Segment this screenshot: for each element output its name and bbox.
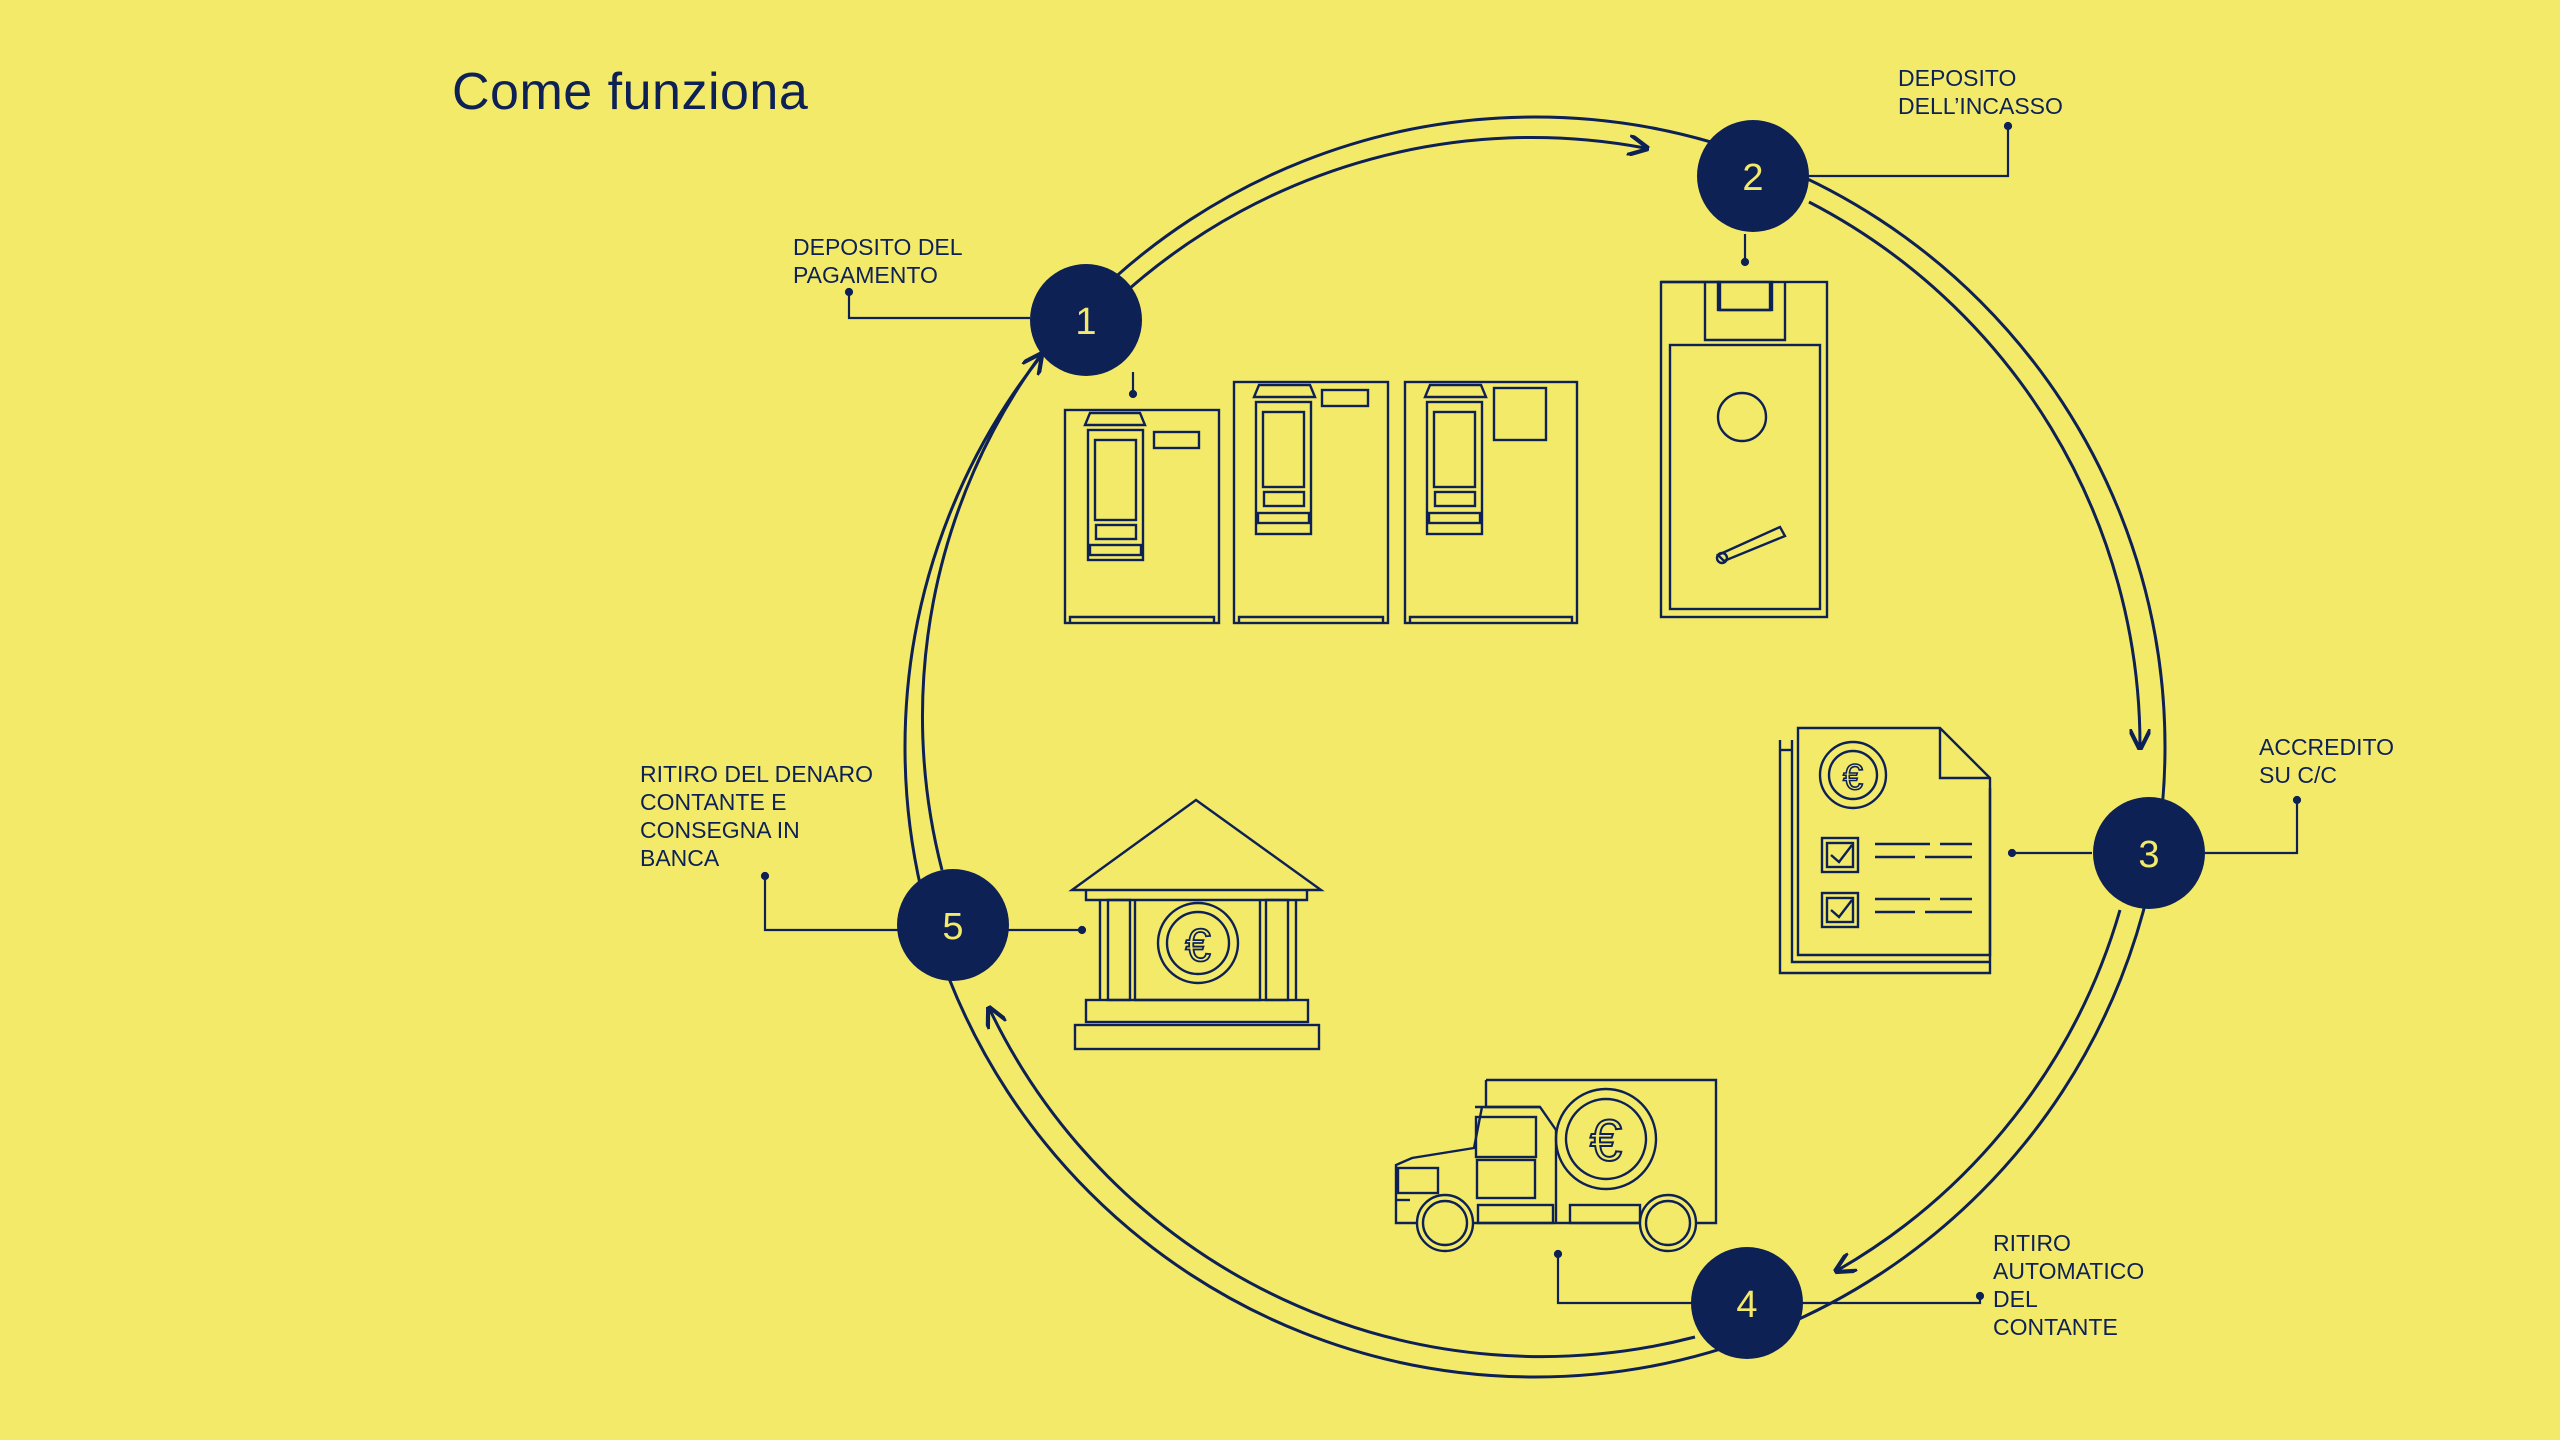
step-1-label: DEPOSITO DEL PAGAMENTO — [793, 234, 963, 288]
step-2-marker: 2 — [1697, 120, 1809, 232]
step-5-label: RITIRO DEL DENARO CONTANTE E CONSEGNA IN… — [640, 761, 874, 871]
arc-3-to-4 — [1838, 909, 2122, 1270]
armored-truck-icon: € — [1394, 1078, 1718, 1253]
leader-step-4 — [1802, 1295, 1982, 1305]
page-title: Come funziona — [452, 63, 809, 121]
leader-step-2 — [1808, 126, 2010, 178]
step-4-number: 4 — [1736, 1284, 1757, 1326]
leader-step-1 — [847, 292, 1030, 320]
payment-kiosks-icon — [1063, 380, 1579, 625]
statement-document-icon: € — [1778, 726, 1992, 975]
step-1-marker: 1 — [1030, 264, 1142, 376]
outer-ring — [903, 115, 2167, 1379]
arc-2-to-3 — [1808, 200, 2140, 746]
step-3-marker: 3 — [2093, 797, 2205, 909]
leader-step-5 — [763, 876, 898, 932]
arc-5-to-1 — [920, 356, 1040, 871]
euro-symbol-truck: € — [1590, 1109, 1622, 1174]
safe-icon — [1659, 280, 1829, 619]
step-1-number: 1 — [1075, 301, 1096, 343]
step-3-label: ACCREDITO SU C/C — [2259, 734, 2395, 788]
step-2-number: 2 — [1742, 157, 1763, 199]
arc-1-to-2 — [1128, 137, 1645, 291]
step-4-label: RITIRO AUTOMATICO DEL CONTANTE — [1993, 1230, 2145, 1340]
step-5-number: 5 — [942, 906, 963, 948]
step-5-marker: 5 — [897, 869, 1009, 981]
step-3-number: 3 — [2138, 834, 2159, 876]
leader-step-4-icon — [1556, 1255, 1692, 1305]
bank-icon: € — [1068, 798, 1325, 1051]
step-4-marker: 4 — [1691, 1247, 1803, 1359]
euro-symbol-bank: € — [1185, 919, 1211, 971]
euro-symbol-doc: € — [1843, 757, 1863, 798]
arc-4-to-5 — [990, 1010, 1696, 1359]
leader-step-3 — [2205, 800, 2299, 855]
step-2-label: DEPOSITO DELL’INCASSO — [1898, 65, 2063, 119]
